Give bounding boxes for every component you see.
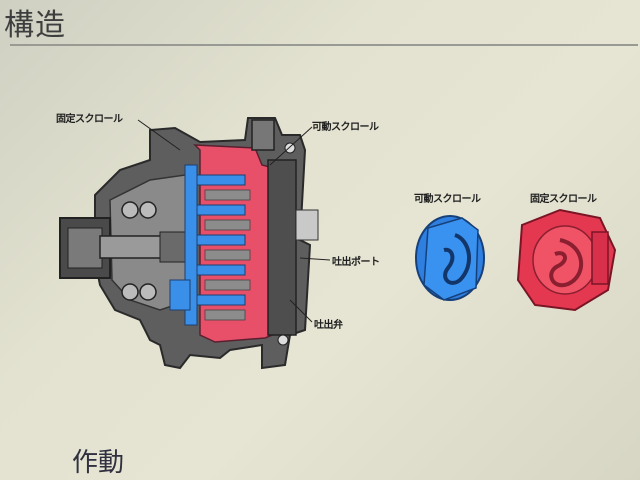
- label-orbiting-scroll: 可動スクロール: [312, 122, 379, 133]
- label-discharge-valve: 吐出弁: [314, 320, 343, 331]
- orbiting-scroll-part-image: [415, 215, 485, 301]
- compressor-cutaway: [59, 117, 319, 370]
- heading-divider: [10, 44, 638, 46]
- label-orbiting-scroll-part: 可動スクロール: [414, 194, 481, 205]
- label-fixed-scroll-part: 固定スクロール: [530, 194, 597, 205]
- fixed-scroll-part-image: [516, 208, 617, 312]
- section-heading: 作動: [72, 448, 125, 478]
- page-heading: 構造: [4, 8, 66, 43]
- leader-lines: [137, 119, 331, 323]
- label-fixed-scroll: 固定スクロール: [56, 114, 123, 125]
- orbiting-scroll-section: [169, 164, 246, 326]
- label-discharge-port: 吐出ポート: [332, 257, 380, 268]
